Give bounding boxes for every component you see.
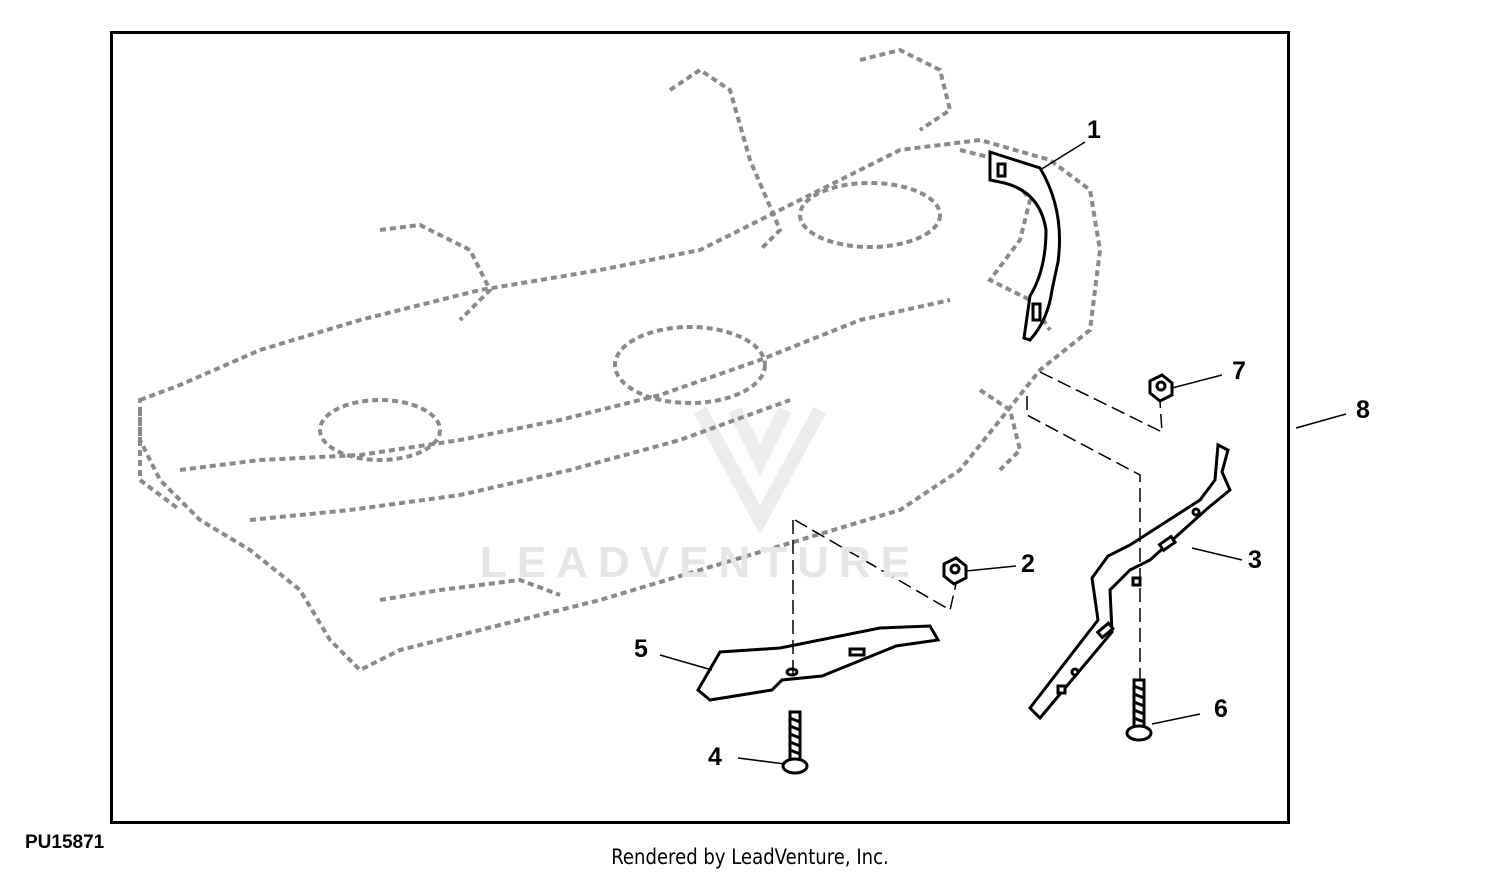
leader-lines	[659, 141, 1347, 765]
callout-6: 6	[1214, 695, 1228, 723]
watermark: LEADVENTURE	[480, 538, 921, 587]
part-1-curved-bracket	[988, 149, 1062, 342]
callout-7: 7	[1232, 357, 1246, 385]
part-6-bolt	[1125, 678, 1153, 742]
watermark-logo	[693, 406, 827, 535]
part-5-small-bracket	[696, 624, 941, 702]
mower-deck-ghost	[138, 47, 1103, 673]
render-credit: Rendered by LeadVenture, Inc.	[611, 845, 889, 869]
callout-8: 8	[1356, 396, 1370, 424]
callout-4: 4	[708, 743, 722, 771]
part-7-nut	[1148, 373, 1174, 403]
callout-5: 5	[634, 635, 648, 663]
part-2-nut	[942, 556, 968, 586]
callout-1: 1	[1087, 116, 1101, 144]
callout-3: 3	[1248, 546, 1262, 574]
callout-2: 2	[1021, 550, 1035, 578]
figure-id: PU15871	[25, 832, 105, 853]
part-4-bolt	[781, 710, 809, 775]
diagram-frame	[110, 31, 1290, 824]
part-3-long-bracket	[1028, 442, 1232, 721]
assembly-guide-lines	[792, 371, 1163, 680]
